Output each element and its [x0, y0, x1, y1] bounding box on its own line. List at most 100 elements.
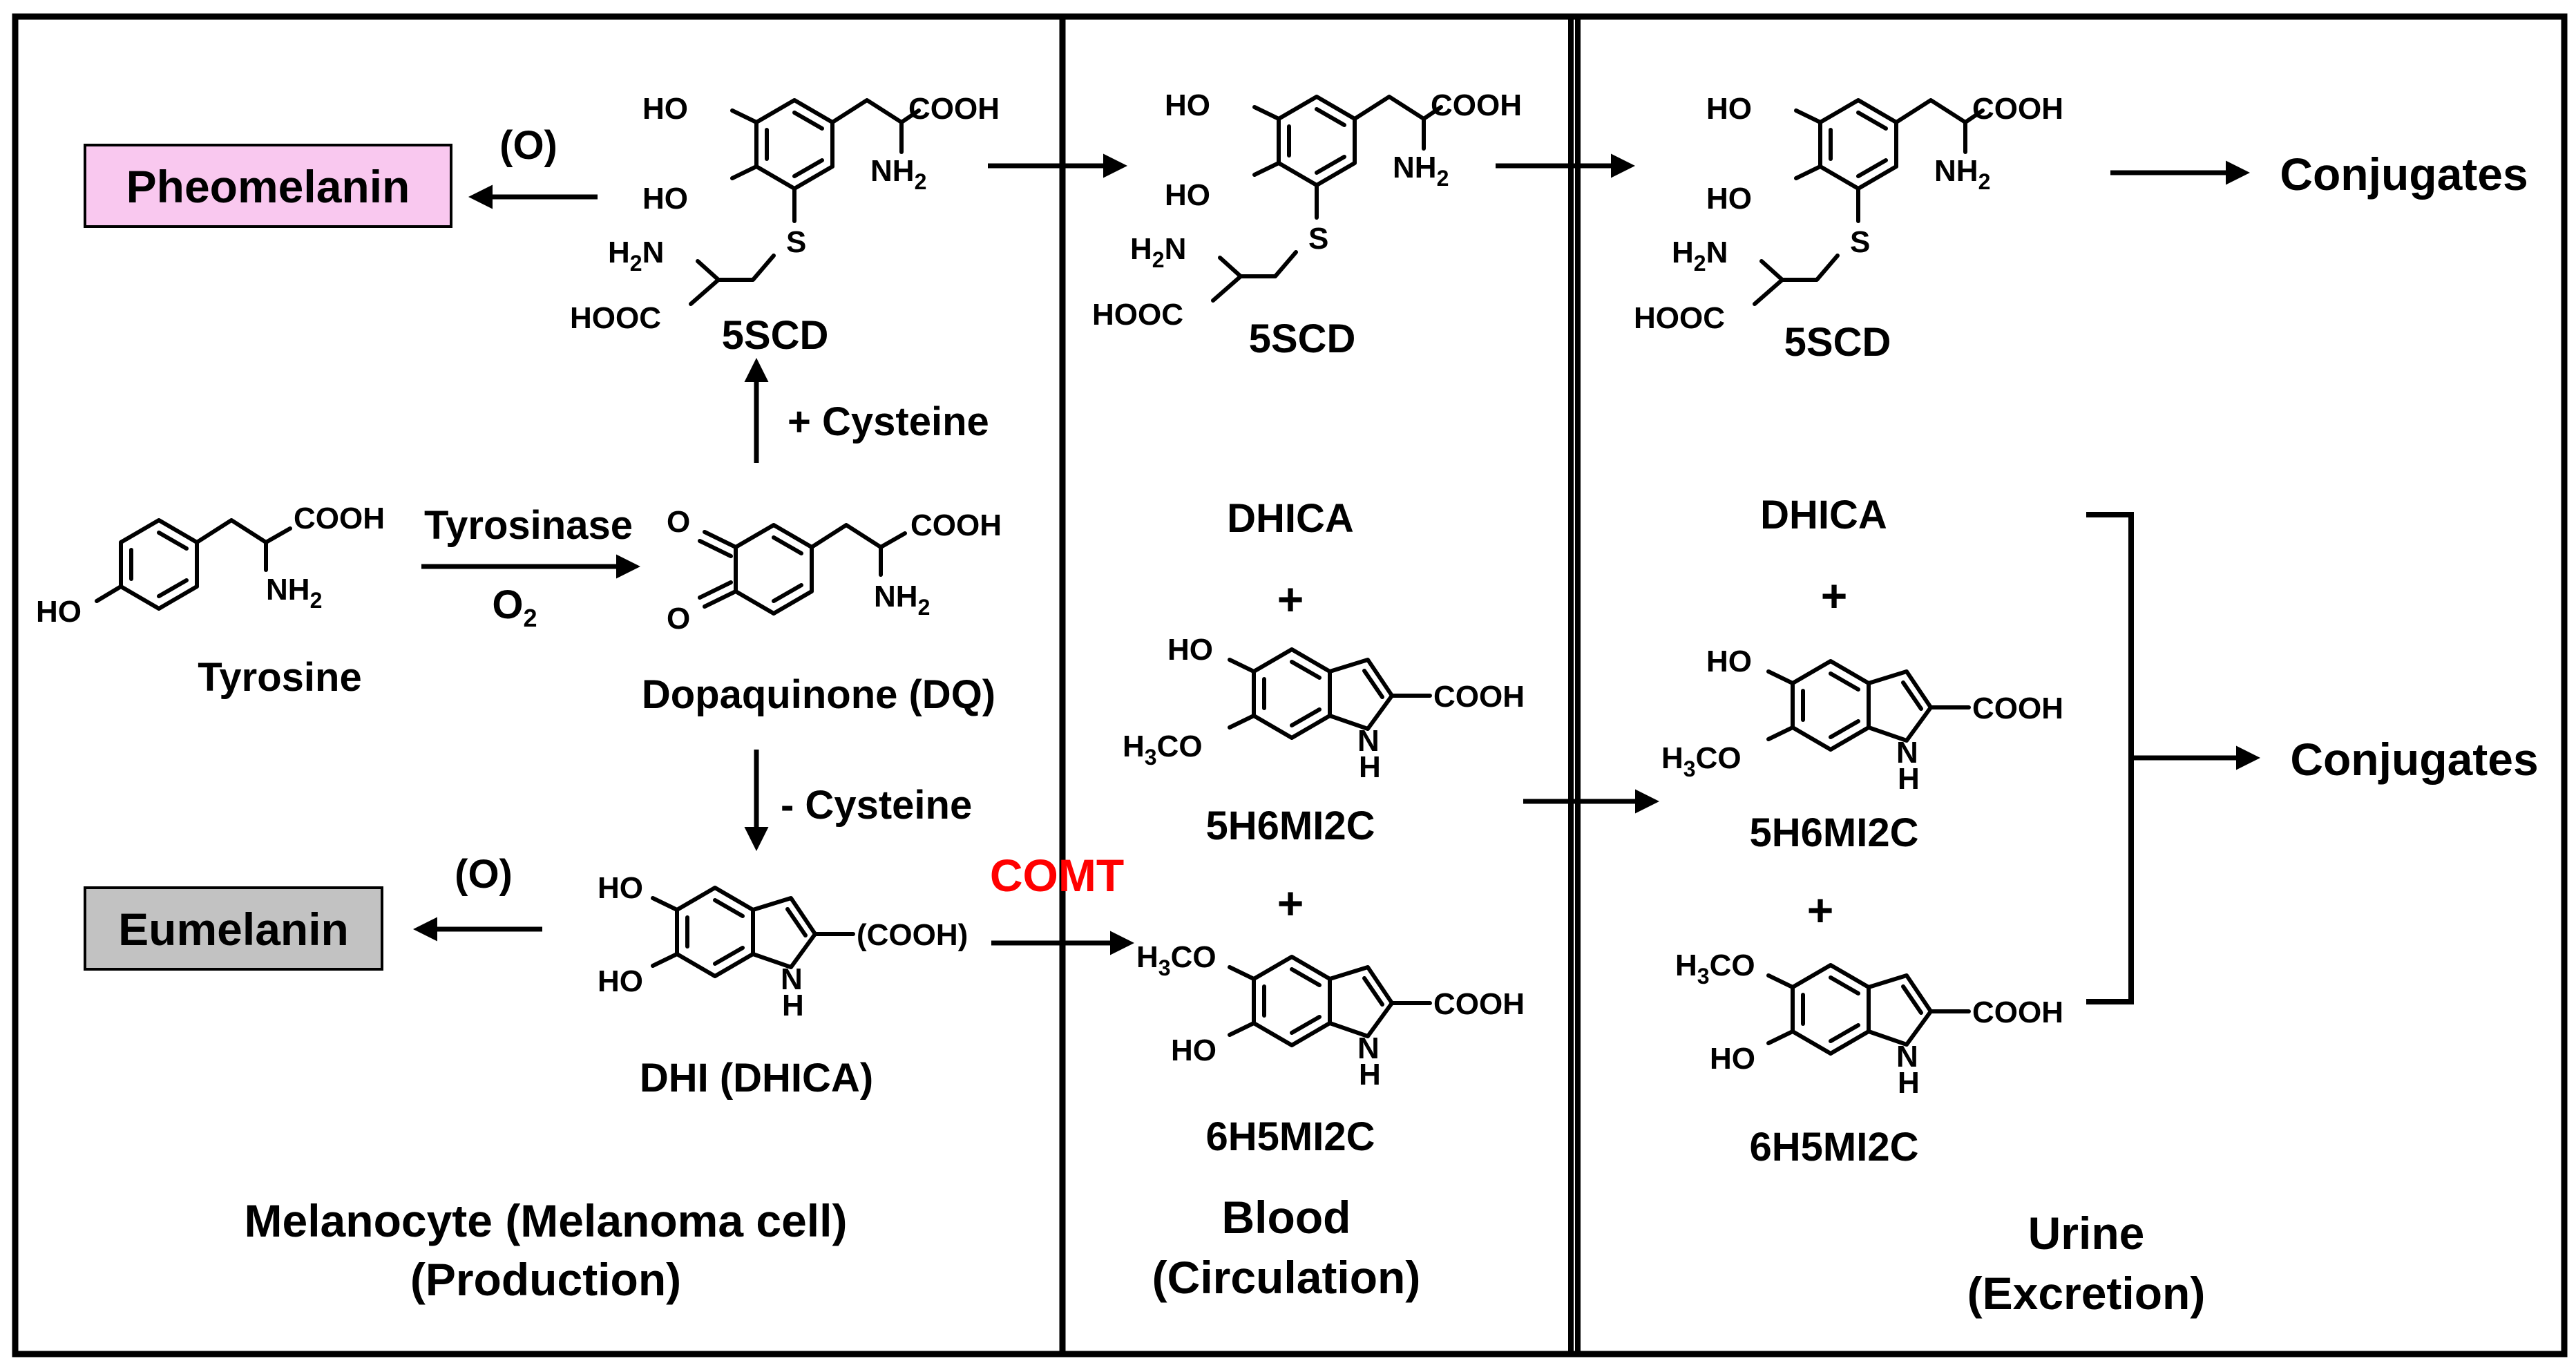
indole-db3 [1290, 1015, 1322, 1035]
tyrosinase-label: Tyrosinase [424, 503, 633, 548]
scd-ho-top: HO [642, 92, 688, 126]
eume-oxidation-label: (O) [455, 852, 513, 897]
h5mi2c-structure-blood: H3CO HO COOH N H [1136, 940, 1525, 1092]
dq-o2-bond-b [698, 580, 733, 600]
scd-s: S [786, 225, 806, 259]
dq-cooh: COOH [910, 508, 1002, 542]
scd-ho1-bond [1252, 105, 1281, 121]
indole-db2 [1829, 975, 1860, 995]
indole-meo-bond [1228, 965, 1256, 981]
dq-o1-bond-b [698, 539, 733, 558]
scd-ho-bottom: HO [1706, 182, 1752, 216]
dq-o-top: O [667, 505, 690, 539]
scd-structure-melanocyte: HO HO COOH NH2 S H2N HOOC [570, 92, 1000, 335]
scd-label-melanocyte: 5SCD [722, 313, 829, 358]
indole-pyrrole-db [1901, 984, 1923, 1015]
dhi-n: N [781, 962, 803, 996]
scd-cys-chain [1753, 254, 1840, 306]
plus-urine-2: + [1807, 884, 1834, 935]
scd-nh2: NH2 [1934, 154, 1990, 194]
plus-cysteine-label: + Cysteine [788, 399, 989, 444]
scd-cys-chain [1211, 250, 1298, 303]
scd-ho2-bond [1252, 161, 1281, 177]
dq-sidechain [810, 523, 907, 549]
indole-h: H [1898, 762, 1920, 796]
scd-ho-top: HO [1165, 88, 1210, 122]
dhi-ho1-bond [651, 896, 679, 912]
indole-ho: HO [1171, 1033, 1217, 1067]
dhica-label-urine: DHICA [1760, 493, 1887, 537]
tyrosine-ring-db3 [157, 578, 189, 598]
dopaquinone-structure: O O COOH NH2 [667, 505, 1002, 636]
scd-hooc: HOOC [1634, 301, 1725, 335]
scd-nh2: NH2 [1393, 151, 1449, 191]
scd-h2n: H2N [1672, 236, 1728, 276]
scd-cooh: COOH [908, 92, 1000, 126]
dhi-cooh: (COOH) [857, 918, 968, 952]
urine-caption-line1: Urine [2028, 1208, 2145, 1259]
eumelanin-box [84, 886, 383, 971]
indole-meo: H3CO [1675, 949, 1755, 989]
dq-o2-bond [703, 589, 738, 609]
indole-meo-bond [1766, 725, 1795, 741]
indole-n: N [1357, 724, 1380, 758]
indole-meo-bond [1766, 973, 1795, 989]
h6mi2c-structure-blood: HO H3CO COOH N H [1123, 633, 1525, 784]
scd-ring-db3 [1315, 155, 1346, 175]
plus-urine-1: + [1821, 570, 1848, 621]
indole-cooh: COOH [1972, 995, 2063, 1029]
indole-ho-bond [1766, 669, 1795, 685]
melanocyte-caption-line2: (Production) [410, 1254, 681, 1305]
indole-n: N [1896, 1040, 1918, 1074]
minus-cysteine-label: - Cysteine [781, 783, 972, 828]
dhi-h: H [782, 989, 804, 1022]
tyrosine-sidechain [195, 518, 292, 544]
dhica-label-blood: DHICA [1227, 496, 1354, 541]
scd-hooc: HOOC [570, 301, 661, 335]
dhi-ho-top: HO [598, 871, 643, 905]
indole-meo: H3CO [1661, 741, 1742, 781]
h5mi2c-label-urine: 6H5MI2C [1750, 1125, 1919, 1170]
indole-pyrrole-db [1362, 976, 1384, 1007]
scd-hooc: HOOC [1092, 298, 1183, 332]
scd-ho-bottom: HO [642, 182, 688, 216]
indole-cooh: COOH [1433, 987, 1525, 1021]
tyrosine-ho: HO [36, 595, 82, 629]
conjugates-label-top: Conjugates [2280, 149, 2528, 200]
indole-db2 [1829, 671, 1860, 692]
comt-label: COMT [990, 850, 1124, 901]
indole-h: H [1359, 750, 1381, 784]
urine-bracket [2086, 512, 2134, 1004]
h6mi2c-label-blood: 5H6MI2C [1206, 803, 1375, 848]
h6mi2c-structure-urine: HO H3CO COOH N H [1661, 645, 2063, 796]
scd-h2n: H2N [1130, 232, 1186, 272]
pheo-oxidation-label: (O) [499, 123, 557, 168]
scd-ring-db3 [792, 158, 824, 178]
indole-n: N [1357, 1031, 1380, 1065]
scd-cys-nh2 [696, 259, 721, 282]
indole-ho-bond [1228, 1021, 1256, 1037]
dhi-pyrrole-db [785, 907, 808, 937]
scd-nh2: NH2 [870, 154, 926, 194]
dhi-ho-bottom: HO [598, 964, 643, 998]
indole-pyrrole-db [1901, 680, 1923, 711]
scd-sidechain [1353, 95, 1443, 121]
scd-cooh: COOH [1431, 88, 1522, 122]
indole-n: N [1896, 736, 1918, 770]
scd-s: S [1308, 222, 1328, 256]
scd-h2n: H2N [608, 236, 664, 276]
h6mi2c-label-urine: 5H6MI2C [1750, 810, 1919, 855]
h5mi2c-label-blood: 6H5MI2C [1206, 1114, 1375, 1159]
scd-ho1-bond [730, 108, 759, 124]
scd-cooh: COOH [1972, 92, 2063, 126]
scd-ring-db2 [1856, 111, 1888, 131]
pheomelanin-box [84, 144, 452, 228]
tyrosine-label: Tyrosine [198, 655, 361, 700]
tyrosine-ho-bond [95, 584, 123, 603]
dq-nh2: NH2 [874, 580, 930, 620]
indole-meo-bond [1228, 714, 1256, 730]
o2-label: O2 [492, 582, 537, 632]
dhi-label: DHI (DHICA) [640, 1056, 873, 1101]
tyrosine-nh2: NH2 [266, 573, 322, 613]
